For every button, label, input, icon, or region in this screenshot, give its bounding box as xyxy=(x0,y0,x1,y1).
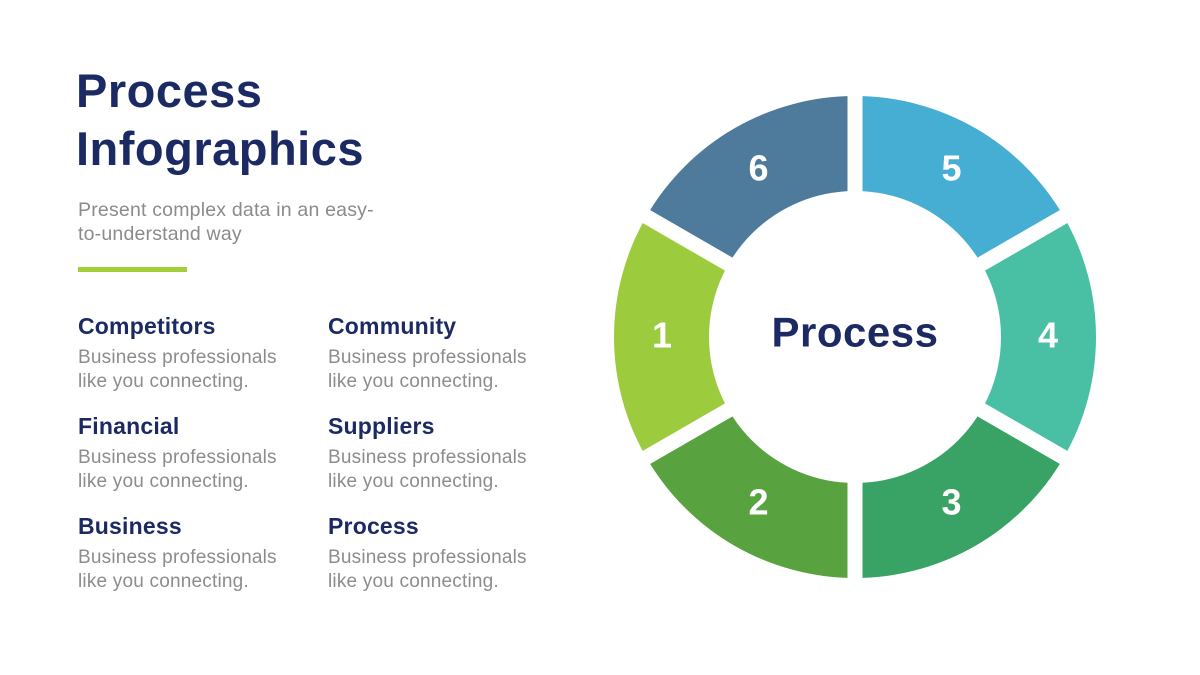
segment-number-2: 2 xyxy=(748,482,768,523)
donut-segment-5 xyxy=(855,96,1064,265)
donut-svg: 1 2 3 4 5 6 Process xyxy=(614,93,1096,581)
segment-number-1: 1 xyxy=(652,315,672,356)
segment-number-3: 3 xyxy=(941,482,961,523)
item-process: Process Business professionals like you … xyxy=(328,513,578,594)
donut-center-label: Process xyxy=(772,309,939,356)
donut-segment-6 xyxy=(646,96,855,265)
donut-segments xyxy=(614,96,1096,578)
item-description: Business professionals like you connecti… xyxy=(328,446,527,492)
item-description: Business professionals like you connecti… xyxy=(328,347,527,392)
item-business: Business Business professionals like you… xyxy=(78,513,328,594)
page-title: Process Infographics xyxy=(76,62,364,178)
segment-number-5: 5 xyxy=(941,148,961,189)
item-description: Business professionals like you connecti… xyxy=(78,446,277,492)
item-description: Business professionals like you connecti… xyxy=(78,546,277,592)
segment-separator xyxy=(631,397,743,471)
process-donut-diagram: 1 2 3 4 5 6 Process xyxy=(611,93,1099,581)
segment-number-6: 6 xyxy=(748,148,768,189)
segment-number-4: 4 xyxy=(1038,315,1058,356)
donut-numbers: 1 2 3 4 5 6 xyxy=(652,148,1058,523)
items-grid: Competitors Business professionals like … xyxy=(78,313,583,613)
subtitle: Present complex data in an easy- to-unde… xyxy=(78,199,374,247)
item-suppliers: Suppliers Business professionals like yo… xyxy=(328,413,578,494)
donut-segment-2 xyxy=(646,409,855,578)
item-description: Business professionals like you connecti… xyxy=(328,546,527,592)
segment-separator xyxy=(967,397,1079,471)
item-title: Financial xyxy=(78,412,180,439)
title-block: Process Infographics xyxy=(76,62,364,178)
item-community: Community Business professionals like yo… xyxy=(328,313,578,394)
item-competitors: Competitors Business professionals like … xyxy=(78,313,328,394)
item-title: Business xyxy=(78,512,182,539)
title-line-2: Infographics xyxy=(76,121,365,175)
donut-separators xyxy=(631,93,1079,581)
item-title: Suppliers xyxy=(328,412,435,439)
item-description: Business professionals like you connecti… xyxy=(78,347,277,392)
donut-segment-3 xyxy=(855,409,1064,578)
donut-center-hole xyxy=(709,191,1001,483)
item-financial: Financial Business professionals like yo… xyxy=(78,413,328,494)
donut-segment-1 xyxy=(614,216,730,458)
segment-separator xyxy=(967,203,1079,277)
donut-segment-4 xyxy=(980,216,1096,458)
subtitle-line-1: Present complex data in an easy- xyxy=(78,199,374,221)
subtitle-line-2: to-understand way xyxy=(78,222,242,245)
segment-separator xyxy=(631,203,743,277)
item-title: Competitors xyxy=(78,313,216,339)
accent-underline xyxy=(78,267,187,272)
item-title: Community xyxy=(328,313,457,339)
item-title: Process xyxy=(328,512,419,539)
title-line-1: Process xyxy=(76,64,263,117)
